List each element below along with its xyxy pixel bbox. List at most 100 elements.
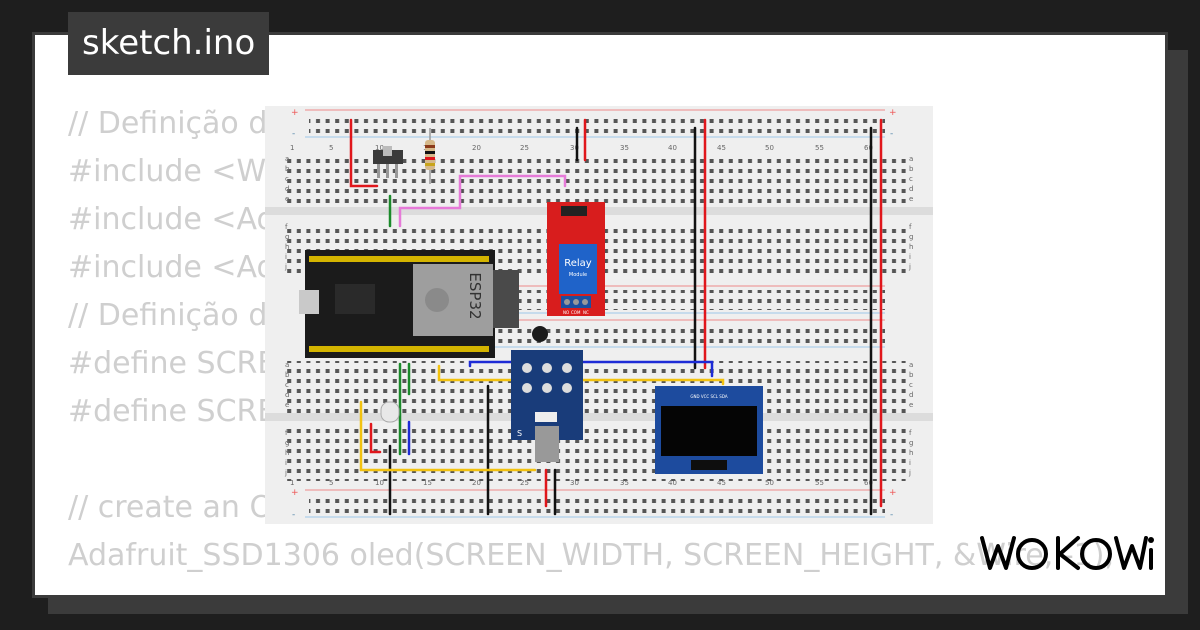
row-letter: a	[909, 361, 913, 369]
row-letter: h	[909, 243, 913, 251]
code-line: #include <Ad	[68, 202, 276, 237]
column-number: 10	[375, 479, 384, 487]
wire-blue	[468, 360, 714, 378]
power-rail-top	[305, 109, 885, 138]
row-letter: i	[285, 459, 287, 467]
rail-plus: +	[889, 488, 897, 498]
rail-minus: -	[292, 129, 295, 139]
rail-plus: +	[889, 108, 897, 118]
column-numbers-lower: 1 5 10 15 20 25 30 35 40 45 50 55 60	[290, 479, 873, 487]
row-letter: b	[909, 165, 914, 173]
row-letter: c	[909, 175, 913, 183]
row-letter: h	[909, 449, 913, 457]
esp32-label: ESP32	[466, 272, 484, 319]
wire-red	[369, 422, 382, 454]
row-letter: h	[285, 243, 289, 251]
code-line: #define SCRE	[68, 394, 277, 429]
led	[380, 401, 400, 423]
row-letter: b	[285, 371, 290, 379]
column-number: 10	[375, 144, 384, 152]
temperature-sensor-module: S	[511, 326, 583, 462]
code-preview: // Definição d #include <Wi #include <Ad…	[68, 100, 1115, 580]
row-letter: f	[285, 429, 288, 437]
rail-minus: -	[890, 129, 893, 139]
row-letter: j	[284, 263, 287, 271]
resistor	[425, 128, 435, 184]
wire-yellow	[359, 400, 537, 472]
row-letter: g	[285, 439, 289, 447]
code-line: Adafruit_SSD1306 oled(SCREEN_WIDTH, SCRE…	[68, 538, 1115, 573]
row-letter: i	[909, 253, 911, 261]
terminal-block-abcde-bottom	[285, 361, 909, 413]
relay-pin-no: NO	[563, 310, 569, 315]
column-number: 5	[329, 144, 333, 152]
column-number: 30	[570, 144, 579, 152]
row-letter: g	[909, 233, 913, 241]
code-line: // Definição d	[68, 298, 268, 333]
column-number: 15	[423, 479, 432, 487]
oled-display: GND VCC SCL SDA	[655, 386, 763, 474]
row-letter: d	[909, 391, 913, 399]
row-letter: f	[909, 429, 912, 437]
row-letter: c	[285, 175, 289, 183]
column-number: 50	[765, 144, 774, 152]
wires	[349, 118, 883, 516]
row-letter: a	[285, 361, 289, 369]
rail-plus: +	[291, 488, 299, 498]
breadboard-circuit: 1 5 10 15 20 25 30 35 40 45 50 55 60 1 5…	[265, 106, 933, 524]
center-channel-lower	[265, 413, 933, 421]
column-number: 40	[668, 144, 677, 152]
wokwi-logo[interactable]	[978, 528, 1154, 584]
row-letter: f	[909, 223, 912, 231]
code-line: #include <Wi	[68, 154, 274, 189]
row-letter: d	[285, 185, 289, 193]
row-letter: d	[285, 391, 289, 399]
esp32-board: ESP32	[299, 250, 519, 358]
column-number: 60	[864, 144, 873, 152]
column-number: 25	[520, 479, 529, 487]
relay-pin-nc: NC	[583, 310, 589, 315]
row-letter: a	[909, 155, 913, 163]
row-letter: j	[284, 469, 287, 477]
column-number: 40	[668, 479, 677, 487]
column-number: 50	[765, 479, 774, 487]
row-letter: g	[909, 439, 913, 447]
rail-plus: +	[291, 108, 299, 118]
row-letter: b	[285, 165, 290, 173]
row-letter: i	[285, 253, 287, 261]
row-letter: e	[909, 195, 913, 203]
row-letter: g	[285, 233, 289, 241]
column-number: 20	[472, 479, 481, 487]
file-title: sketch.ino	[68, 12, 270, 75]
code-line: #include <Ad	[68, 250, 276, 285]
terminal-block-fghij-bottom	[285, 429, 909, 481]
column-number: 5	[329, 479, 333, 487]
column-number: 45	[717, 144, 726, 152]
row-letter: e	[285, 401, 289, 409]
relay-label: Relay	[564, 258, 592, 269]
column-numbers: 1 5 10 15 20 25 30 35 40 45 50 55 60	[290, 144, 873, 152]
power-rail-bottom	[305, 489, 885, 518]
wire-pink	[398, 174, 567, 228]
row-letter: a	[285, 155, 289, 163]
row-letter: f	[285, 223, 288, 231]
code-line: // Definição d	[68, 106, 268, 141]
wokwi-logo-icon	[980, 536, 1154, 570]
row-letter: d	[909, 185, 913, 193]
column-number: 55	[815, 479, 824, 487]
column-number: 45	[717, 479, 726, 487]
column-number: 25	[520, 144, 529, 152]
column-number: 60	[864, 479, 873, 487]
relay-module: Relay Module NO COM NC	[547, 202, 605, 316]
row-letter: i	[909, 459, 911, 467]
column-number: 55	[815, 144, 824, 152]
row-letter: c	[285, 381, 289, 389]
relay-pin-com: COM	[571, 310, 581, 315]
slide-switch[interactable]	[373, 146, 403, 178]
row-letter: e	[285, 195, 289, 203]
column-number: 1	[290, 144, 294, 152]
code-line: // create an O	[68, 490, 274, 525]
row-letters: a b c d e a b c d e f g h i j f g h i j …	[284, 155, 914, 477]
row-letter: e	[909, 401, 913, 409]
column-number: 1	[290, 479, 294, 487]
